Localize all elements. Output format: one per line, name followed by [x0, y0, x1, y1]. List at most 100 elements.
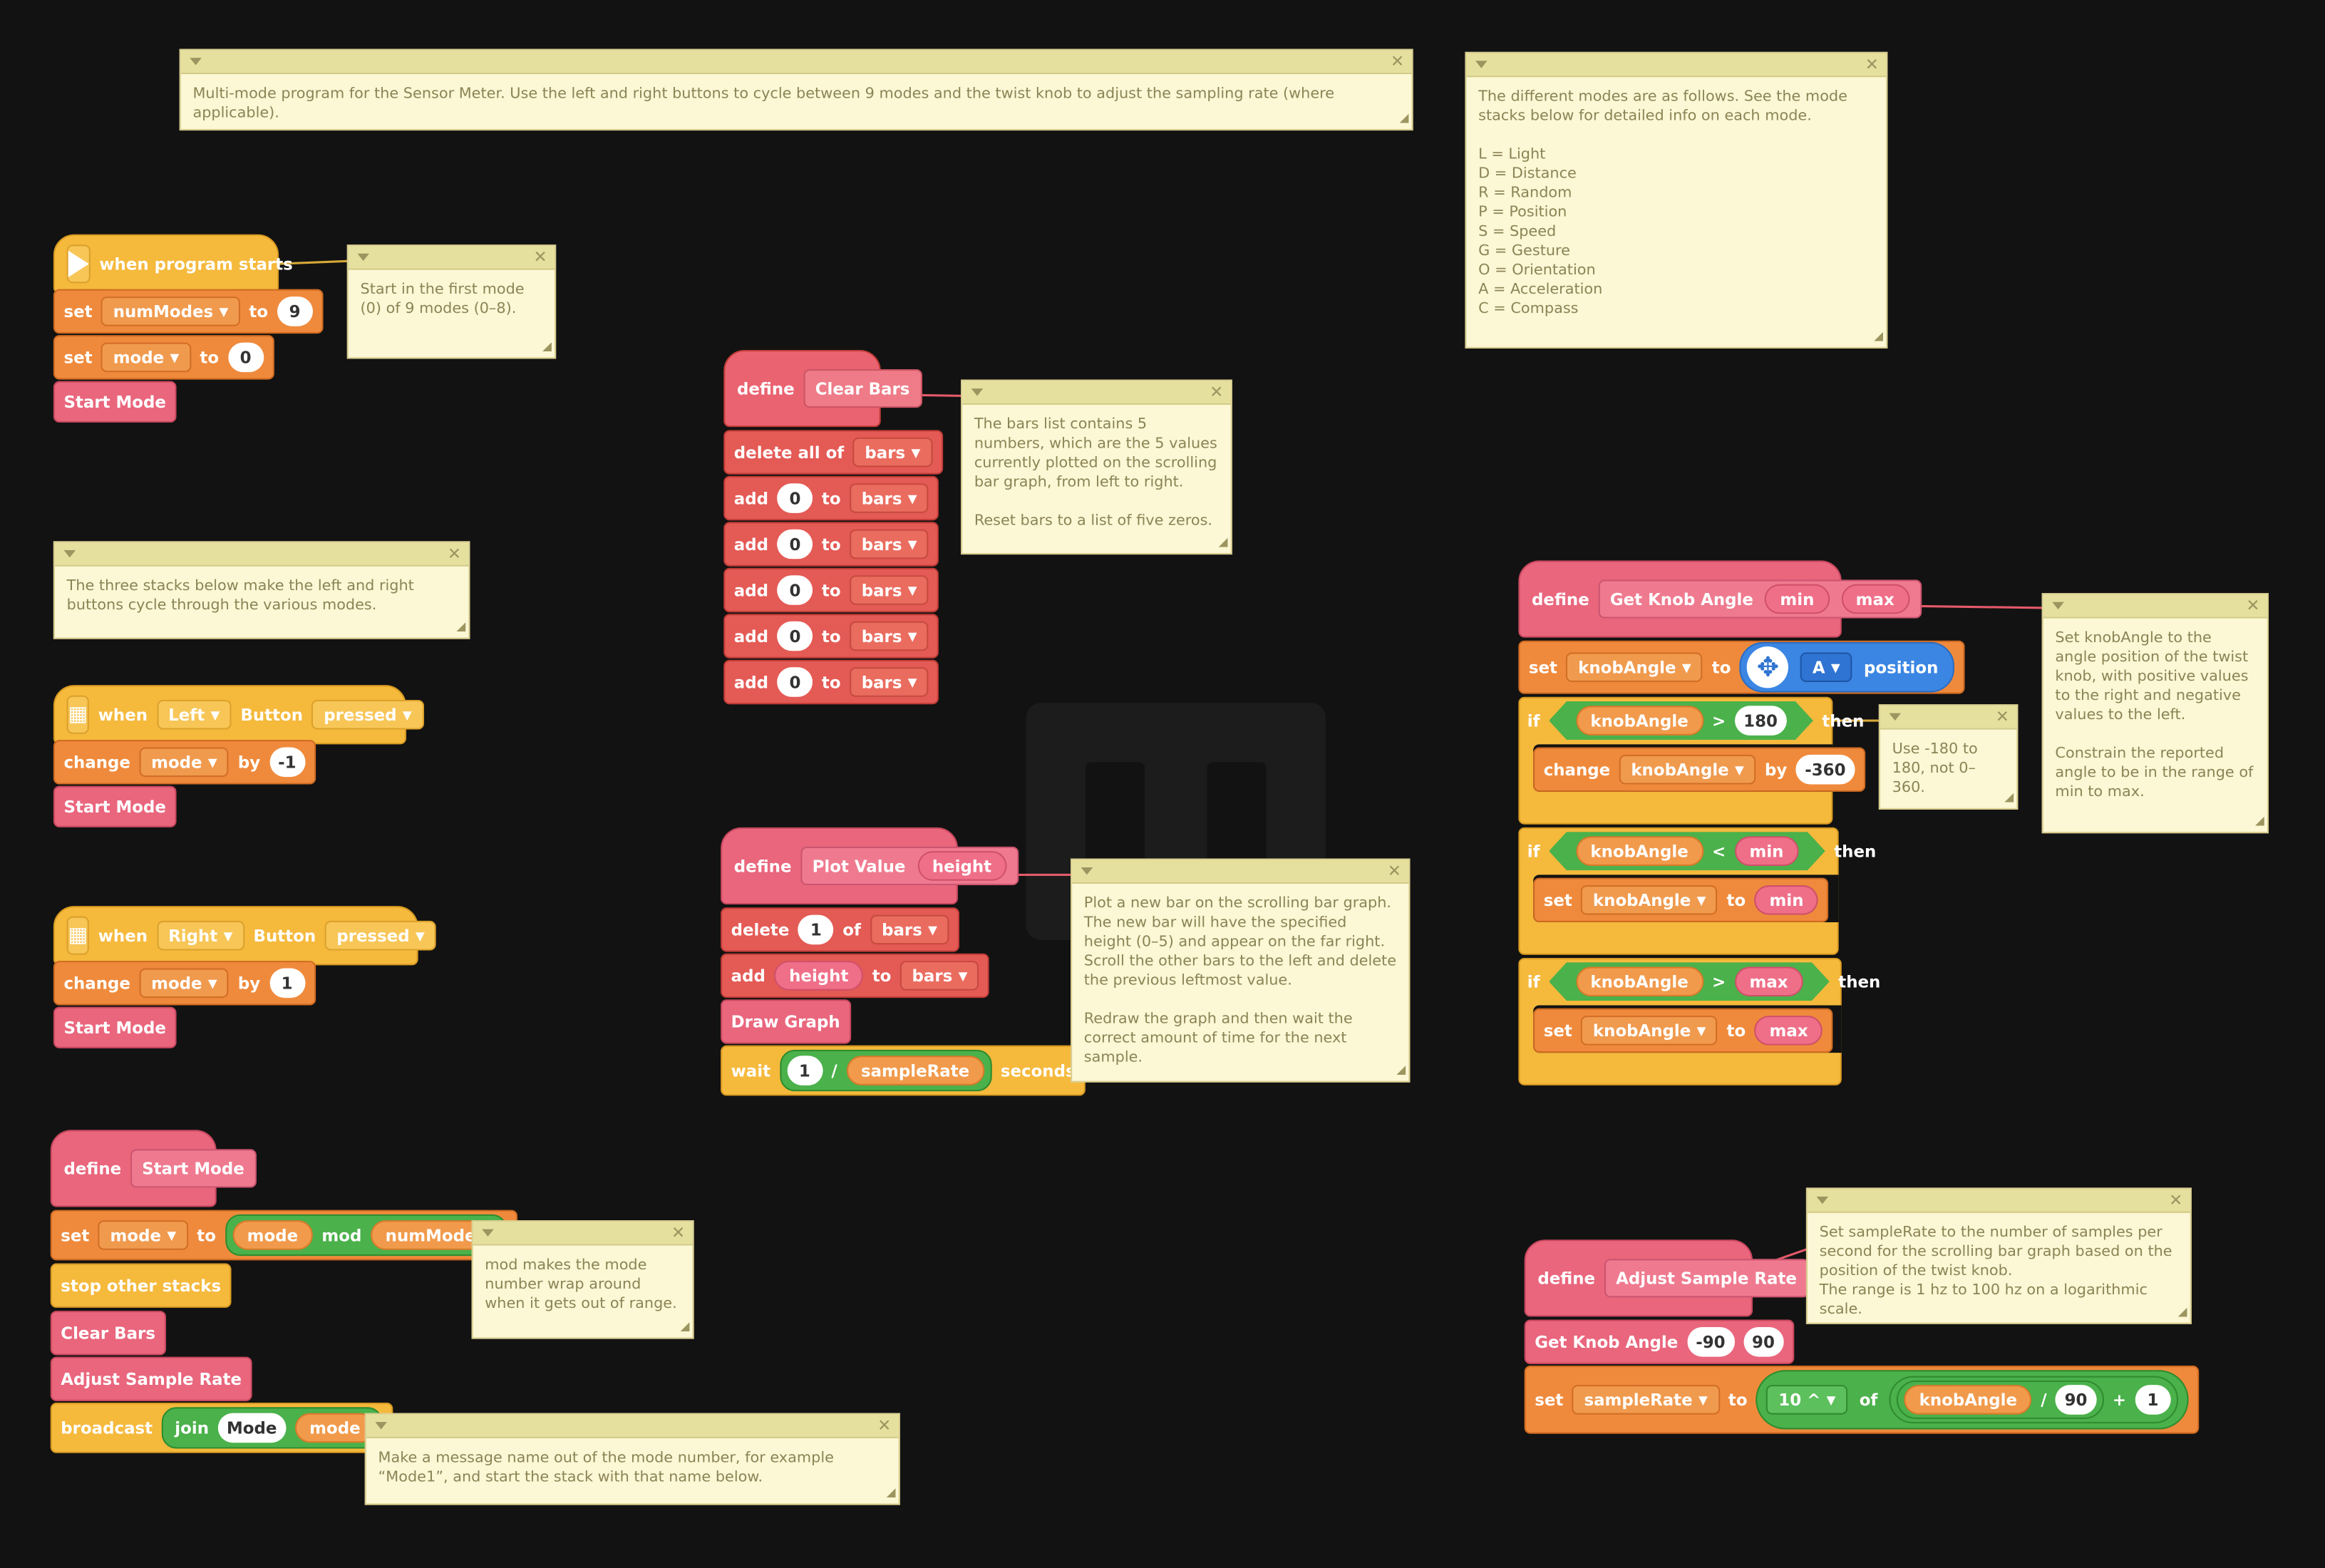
variable-dropdown[interactable]: knobAngle▼	[1581, 884, 1718, 915]
number-input[interactable]: 0	[777, 575, 813, 605]
close-icon[interactable]: ✕	[671, 1223, 686, 1243]
height-param[interactable]: height	[917, 851, 1006, 881]
comment-three-stacks[interactable]: ✕ The three stacks below make the left a…	[53, 541, 470, 639]
list-dropdown[interactable]: bars▼	[850, 483, 929, 513]
number-input[interactable]: 1	[798, 914, 834, 945]
number-input[interactable]: -90	[1686, 1326, 1735, 1357]
comment-rate[interactable]: ✕ Set sampleRate to the number of sample…	[1805, 1187, 2192, 1324]
procedure-signature[interactable]: Plot Value height	[800, 846, 1019, 885]
collapse-icon[interactable]	[63, 550, 76, 558]
define-get-knob-angle-hat[interactable]: define Get Knob Angle min max	[1518, 560, 1922, 638]
list-dropdown[interactable]: bars▼	[850, 667, 929, 697]
variable-dropdown[interactable]: numModes▼	[101, 296, 240, 326]
resize-handle-icon[interactable]: ◢	[1218, 535, 1228, 549]
procedure-signature[interactable]: Get Knob Angle min max	[1598, 579, 1922, 619]
comment-bars[interactable]: ✕ The bars list contains 5 numbers, whic…	[961, 379, 1232, 555]
greater-than-operator[interactable]: knobAngle > max	[1549, 962, 1830, 1001]
define-adjust-sample-rate-hat[interactable]: define Adjust Sample Rate	[1524, 1239, 1809, 1317]
button-dropdown[interactable]: Right▼	[156, 920, 245, 951]
comment-range[interactable]: ✕ Use -180 to 180, not 0–360.◢	[1878, 704, 2019, 810]
close-icon[interactable]: ✕	[2246, 596, 2260, 616]
close-icon[interactable]: ✕	[1210, 382, 1224, 402]
max-reporter[interactable]: max	[1754, 1016, 1823, 1046]
event-dropdown[interactable]: pressed▼	[324, 920, 437, 951]
change-block[interactable]: change mode▼ by -1	[53, 740, 316, 785]
min-param[interactable]: min	[1765, 584, 1830, 614]
comment-intro[interactable]: ✕ Multi-mode program for the Sensor Mete…	[179, 48, 1413, 131]
number-input[interactable]: -1	[269, 747, 306, 778]
number-input[interactable]: 0	[227, 342, 264, 373]
math-function-operator[interactable]: 10 ^▼ of knobAngle / 90 + 1	[1756, 1370, 2189, 1430]
define-start-mode-hat[interactable]: define Start Mode	[50, 1130, 257, 1207]
collapse-icon[interactable]	[971, 388, 984, 396]
number-input[interactable]: 1	[786, 1056, 823, 1085]
num-modes-reporter[interactable]: numModes	[370, 1220, 500, 1250]
close-icon[interactable]: ✕	[2169, 1190, 2183, 1210]
text-input[interactable]: Mode	[217, 1413, 286, 1443]
function-dropdown[interactable]: 10 ^▼	[1766, 1385, 1848, 1415]
divide-operator[interactable]: knobAngle / 90	[1897, 1380, 2104, 1419]
number-input[interactable]: 9	[277, 296, 313, 326]
knob-angle-reporter[interactable]: knobAngle	[1576, 706, 1703, 736]
number-input[interactable]: 90	[2056, 1385, 2096, 1415]
variable-dropdown[interactable]: mode▼	[98, 1220, 188, 1250]
stop-other-stacks-block[interactable]: stop other stacks	[50, 1263, 232, 1308]
collapse-icon[interactable]	[1816, 1196, 1829, 1205]
close-icon[interactable]: ✕	[1995, 707, 2009, 727]
procedure-name[interactable]: Start Mode	[130, 1149, 257, 1188]
comment-broadcast[interactable]: ✕ Make a message name out of the mode nu…	[364, 1413, 900, 1505]
define-clear-bars-hat[interactable]: define Clear Bars	[723, 349, 922, 428]
when-left-button-hat[interactable]: ▦ when Left▼ Button pressed▼	[53, 685, 424, 745]
variable-dropdown[interactable]: mode▼	[139, 747, 230, 778]
mod-operator[interactable]: mode mod numModes	[225, 1214, 508, 1257]
set-block[interactable]: set numModes▼ to 9	[53, 289, 324, 334]
comment-start[interactable]: ✕ Start in the first mode (0) of 9 modes…	[346, 244, 557, 359]
knob-angle-reporter[interactable]: knobAngle	[1576, 966, 1703, 996]
variable-dropdown[interactable]: knobAngle▼	[1566, 652, 1703, 682]
when-program-starts-hat[interactable]: when program starts	[53, 234, 293, 294]
event-dropdown[interactable]: pressed▼	[311, 699, 424, 730]
collapse-icon[interactable]	[2052, 602, 2064, 610]
collapse-icon[interactable]	[375, 1422, 387, 1430]
divide-operator[interactable]: 1 / sampleRate	[779, 1049, 992, 1092]
min-reporter[interactable]: min	[1735, 836, 1799, 866]
list-dropdown[interactable]: bars▼	[852, 437, 932, 468]
resize-handle-icon[interactable]: ◢	[2254, 814, 2264, 827]
resize-handle-icon[interactable]: ◢	[2004, 790, 2014, 804]
number-input[interactable]: 0	[777, 529, 813, 559]
number-input[interactable]: -360	[1795, 754, 1855, 785]
close-icon[interactable]: ✕	[1865, 54, 1879, 75]
close-icon[interactable]: ✕	[1390, 51, 1405, 71]
change-block[interactable]: change mode▼ by 1	[53, 961, 316, 1006]
start-mode-call[interactable]: Start Mode	[53, 785, 177, 827]
knob-angle-reporter[interactable]: knobAngle	[1904, 1385, 2032, 1415]
wait-block[interactable]: wait 1 / sampleRate seconds	[721, 1045, 1086, 1096]
collapse-icon[interactable]	[1081, 867, 1093, 875]
draw-graph-call[interactable]: Draw Graph	[721, 999, 851, 1044]
comment-modes[interactable]: ✕ The different modes are as follows. Se…	[1465, 51, 1888, 349]
broadcast-block[interactable]: broadcast join Mode mode	[50, 1403, 393, 1453]
procedure-name[interactable]: Adjust Sample Rate	[1604, 1259, 1809, 1298]
adjust-sample-rate-call[interactable]: Adjust Sample Rate	[50, 1356, 252, 1401]
collapse-icon[interactable]	[357, 253, 370, 262]
add-operator[interactable]: knobAngle / 90 + 1	[1890, 1376, 2178, 1424]
clear-bars-call[interactable]: Clear Bars	[50, 1311, 166, 1356]
resize-handle-icon[interactable]: ◢	[2177, 1304, 2187, 1319]
comment-plot[interactable]: ✕ Plot a new bar on the scrolling bar gr…	[1071, 858, 1411, 1083]
define-plot-value-hat[interactable]: define Plot Value height	[721, 827, 1019, 905]
set-block[interactable]: set knobAngle▼ to max	[1533, 1008, 1833, 1053]
list-dropdown[interactable]: bars▼	[870, 914, 949, 945]
variable-dropdown[interactable]: sampleRate▼	[1572, 1385, 1720, 1415]
mode-reporter[interactable]: mode	[294, 1413, 376, 1443]
start-mode-call[interactable]: Start Mode	[53, 381, 177, 423]
knob-position-reporter[interactable]: ✥ A▼ position	[1739, 641, 1955, 693]
procedure-name[interactable]: Clear Bars	[803, 369, 922, 408]
variable-dropdown[interactable]: mode▼	[139, 968, 230, 999]
close-icon[interactable]: ✕	[877, 1415, 892, 1435]
